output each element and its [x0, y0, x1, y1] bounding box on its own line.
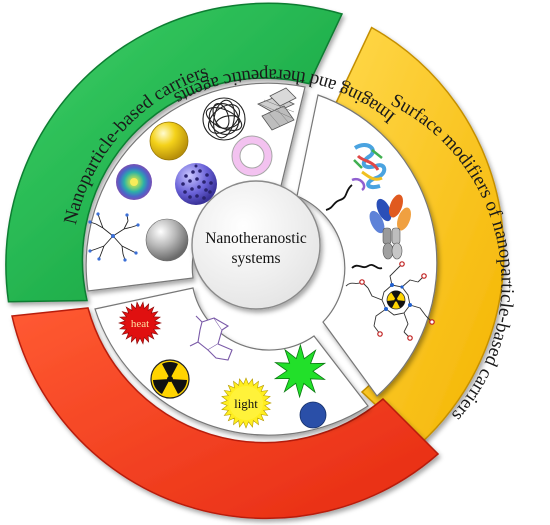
- antibody-icon: [369, 194, 411, 260]
- heat-label: heat: [131, 318, 149, 330]
- ring-structure-icon: [189, 315, 233, 361]
- ring-liposome-icon: [231, 135, 273, 177]
- antibody-linker-icon: [351, 264, 383, 270]
- center-hub: [191, 180, 321, 310]
- gold-sphere-icon: [149, 121, 189, 161]
- porous-sphere-icon: [175, 163, 217, 205]
- peptide-linker-icon: [325, 184, 353, 211]
- segment-carriers: [5, 2, 344, 303]
- graphene-sheets-icon: [257, 87, 297, 131]
- center-title-line1: Nanotheranostic: [205, 230, 307, 247]
- chelator-molecule-icon: [345, 261, 435, 341]
- segment-agents: [11, 307, 440, 520]
- green-star-icon: [273, 343, 327, 399]
- center-title-line2: systems: [231, 250, 280, 267]
- blue-dot-icon: [299, 401, 327, 429]
- wire-ball-icon: [202, 97, 246, 141]
- inner-panel-modifiers: [296, 94, 438, 397]
- light-label: light: [234, 396, 258, 411]
- peptide-helix-icon: [351, 143, 387, 192]
- light-burst-icon: light: [220, 377, 272, 429]
- dendrimer-icon: [89, 213, 139, 261]
- radiation-icon: [150, 359, 190, 399]
- inner-panel-agents: [94, 287, 369, 436]
- dendrimer-nodes: [88, 212, 140, 262]
- heat-burst-icon: heat: [118, 301, 162, 345]
- layered-nanoparticle-icon: [116, 164, 152, 200]
- silver-sphere-icon: [145, 218, 189, 262]
